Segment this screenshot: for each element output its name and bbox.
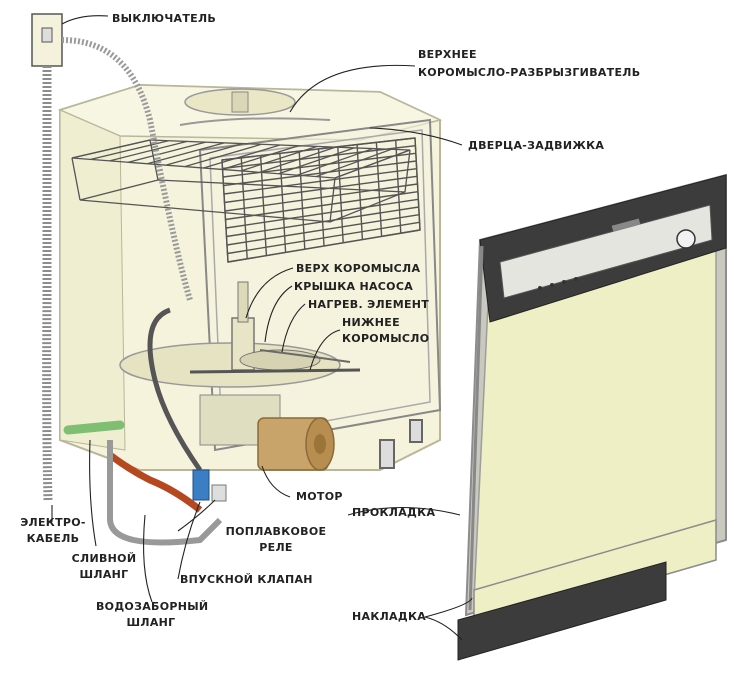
door [457, 173, 727, 661]
switch [31, 13, 63, 67]
float-relay [211, 484, 227, 502]
lower-spray-arm-label-line1: НИЖНЕЕ [342, 316, 400, 329]
rack-wire [375, 142, 383, 237]
internal-hose [147, 307, 203, 472]
rack-wire [146, 142, 225, 165]
heating-element-label: НАГРЕВ. ЭЛЕМЕНТ [308, 298, 430, 311]
rack-wire [165, 142, 244, 166]
rack-wire [240, 157, 248, 259]
rack-wire [109, 140, 188, 162]
motor [257, 417, 335, 471]
gasket-edge [468, 245, 484, 611]
rack-wire [298, 151, 306, 250]
rack-wire [414, 137, 421, 231]
legs [379, 419, 423, 469]
inlet-pipe [63, 420, 125, 435]
lower-spray-arm-label-line2: КОРОМЫСЛО [342, 332, 430, 345]
drain-hose-label-line1: СЛИВНОЙ [71, 552, 137, 565]
rack-wire [334, 149, 411, 179]
rack-wire [395, 140, 402, 234]
rack-wire [221, 159, 229, 263]
inlet-valve-label: ВПУСКНОЙ КЛАПАН [180, 573, 313, 586]
drain-hose [107, 452, 203, 513]
float-relay-label-line2: РЕЛЕ [259, 541, 293, 554]
motor-label: МОТОР [296, 490, 343, 503]
rack-wire [259, 155, 268, 256]
lower-rack [221, 137, 421, 263]
trim-label: НАКЛАДКА [352, 610, 427, 623]
upper-spray-arm-label-line1: ВЕРХНЕЕ [418, 48, 477, 61]
rack-wire [184, 143, 262, 168]
electric-cable-label-line2: КАБЕЛЬ [26, 532, 80, 545]
gasket-label: ПРОКЛАДКА [352, 506, 436, 519]
rack-wire [278, 147, 355, 175]
float-relay-label-line1: ПОПЛАВКОВОЕ [225, 525, 327, 538]
intake-hose-label-line2: ШЛАНГ [126, 616, 176, 629]
arm-top-label: ВЕРХ КОРОМЫСЛА [296, 262, 421, 275]
door-latch-label: ДВЕРЦА-ЗАДВИЖКА [468, 139, 605, 152]
rack-wire [71, 139, 151, 159]
upper-spray-arm [179, 88, 331, 126]
drain-hose-label-line2: ШЛАНГ [79, 568, 129, 581]
pump-cover-label: КРЫШКА НАСОСА [294, 280, 414, 293]
rack-wire [337, 146, 344, 243]
intake-hose-label-line1: ВОДОЗАБОРНЫЙ [96, 600, 209, 613]
rack-wire [279, 153, 287, 253]
electric-cable-label-line1: ЭЛЕКТРО- [20, 516, 86, 529]
rack-wire [317, 148, 325, 247]
cable-to-body [61, 37, 193, 301]
door-knob [676, 229, 696, 249]
switch-label: ВЫКЛЮЧАТЕЛЬ [112, 12, 217, 25]
leader-lines [51, 15, 473, 641]
upper-spray-arm-label-line2: КОРОМЫСЛО-РАЗБРЫЗГИВАТЕЛЬ [418, 66, 641, 79]
inlet-valve [192, 469, 210, 501]
rack-wire [297, 147, 374, 176]
rack-wire [356, 144, 364, 240]
intake-hose [107, 440, 223, 546]
rack-wire [128, 141, 206, 163]
rack-wire [203, 144, 281, 169]
electric-cable [42, 66, 53, 501]
